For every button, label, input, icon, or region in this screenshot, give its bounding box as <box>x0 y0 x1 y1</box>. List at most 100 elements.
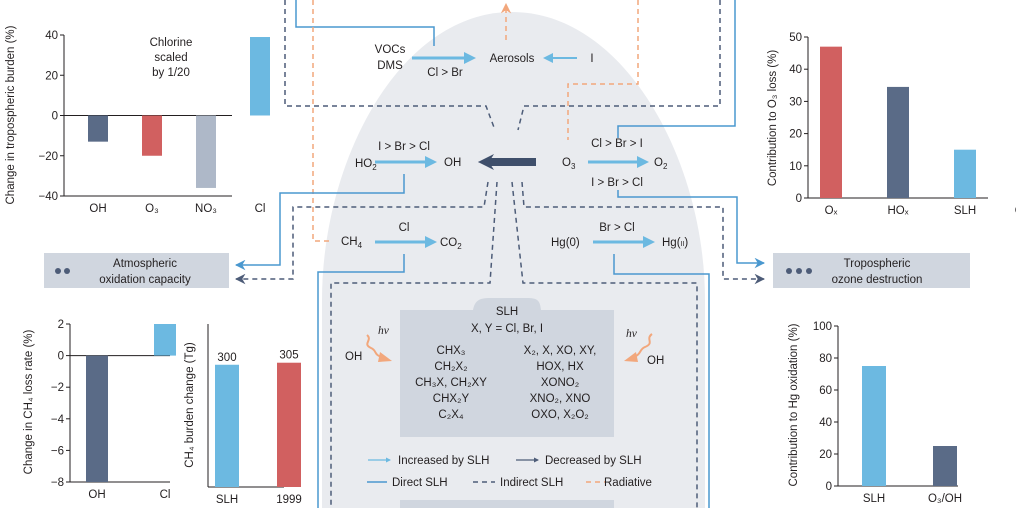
arrowhead-icon <box>464 52 476 64</box>
slh-precursor: CH₂X₂ <box>434 361 467 373</box>
y-axis-label: Change in CH₄ loss rate (%) <box>23 330 35 475</box>
outcome-oxidation-capacity: Atmospheric oxidation capacity <box>44 253 229 288</box>
hv-label: hν <box>378 325 390 337</box>
chart-annotation: scaled <box>154 52 187 64</box>
arrowhead-icon <box>425 156 437 168</box>
bar-Oₓ <box>820 46 842 198</box>
o3-label: O3 <box>562 157 576 171</box>
bar-OH <box>86 355 108 482</box>
y-tick-label: 20 <box>819 449 832 461</box>
y-tick-label: 2 <box>58 319 64 331</box>
indirect-line-right <box>521 181 766 285</box>
y-tick-label: −4 <box>51 414 65 426</box>
slh-product: X₂, X, XO, XY, <box>524 345 597 357</box>
bar-OH <box>88 115 108 142</box>
mercury-condition: Br > Cl <box>599 222 634 234</box>
aerosol-reaction: VOCs DMS Cl > Br Aerosols I <box>375 44 594 79</box>
dot-icon <box>796 268 802 274</box>
photolysis-right: hν OH <box>624 328 664 367</box>
dot-icon <box>786 268 792 274</box>
outcome-left-line1: Atmospheric <box>113 258 177 270</box>
x-tick-label: OH <box>88 489 105 501</box>
radiative-line-left <box>312 0 330 242</box>
direct-line-ch4 <box>317 254 405 508</box>
y-tick-label: −20 <box>38 151 58 163</box>
chart-ch4-burden: SLH 300 1999 305 CH₄ burden change (Tg) <box>184 324 302 506</box>
outcome-left-line2: oxidation capacity <box>99 274 191 286</box>
y-tick-label: 60 <box>819 385 832 397</box>
ozone-condition-top: Cl > Br > I <box>591 138 643 150</box>
arrowhead-icon <box>543 53 553 63</box>
slh-precursor: CHX₃ <box>437 345 466 357</box>
mercury-reaction: Hg(0) Br > Cl Hg(II) <box>551 222 688 249</box>
chart-o3-loss: 50403020100OₓHOₓSLHOthersContribution to… <box>767 32 1016 217</box>
decrease-arrow <box>478 158 536 166</box>
hg0-label: Hg(0) <box>551 237 580 249</box>
x-tick-label: Cl <box>160 489 171 501</box>
y-tick-label: 20 <box>45 70 58 82</box>
indirect-line-left <box>234 181 489 285</box>
y-tick-label: 10 <box>789 161 802 173</box>
y-axis-label: Change in tropospheric burden (%) <box>5 25 17 204</box>
dot-icon <box>64 268 70 274</box>
slh-precursor: C₂X₄ <box>438 409 463 421</box>
dot-icon <box>55 268 61 274</box>
direct-line-o3-top <box>617 0 736 138</box>
data-label: 305 <box>279 350 298 362</box>
connector-lines <box>234 0 766 508</box>
ozone-reaction: O3 Cl > Br > I O2 I > Br > Cl <box>562 138 668 189</box>
arrowhead-icon <box>643 236 655 248</box>
data-label: 300 <box>217 352 236 364</box>
radiative-line-right <box>567 0 639 140</box>
ozone-condition-bottom: I > Br > Cl <box>591 177 643 189</box>
oh-oxidant-label: OH <box>647 355 664 367</box>
y-tick-label: 0 <box>826 481 832 493</box>
photolysis-left: hν OH <box>345 325 392 363</box>
y-tick-label: −40 <box>38 191 58 203</box>
methane-reaction: CH4 Cl CO2 <box>341 222 462 251</box>
voc-label: VOCs <box>375 44 406 56</box>
y-axis-label: Contribution to Hg oxidation (%) <box>788 323 800 486</box>
arrowhead-icon <box>425 236 437 248</box>
y-tick-label: 100 <box>813 321 832 333</box>
indirect-line-center-left <box>330 181 498 508</box>
x-tick-label: 1999 <box>276 494 302 506</box>
bar-SLH <box>954 149 976 198</box>
legend-increased: Increased by SLH <box>398 455 489 467</box>
slh-subtitle: X, Y = Cl, Br, I <box>471 323 543 335</box>
outcome-ozone-destruction: Tropospheric ozone destruction <box>773 253 970 288</box>
y-tick-label: −2 <box>51 382 64 394</box>
bar-Cl <box>250 37 270 116</box>
arrowhead-icon <box>478 154 494 170</box>
wavy-arrow-icon <box>366 334 386 359</box>
arrowhead-icon <box>624 352 638 362</box>
indirect-line-center-right <box>511 181 698 508</box>
direct-line-aerosols <box>295 0 435 46</box>
slh-product: OXO, X₂O₂ <box>531 409 589 421</box>
x-tick-label: O₃ <box>145 203 159 215</box>
x-tick-label: SLH <box>216 494 238 506</box>
co2-label: CO2 <box>440 237 462 251</box>
o2-label: O2 <box>654 157 668 171</box>
slh-product: HOX, HX <box>536 361 584 373</box>
outcome-right-line2: ozone destruction <box>832 274 923 286</box>
slh-product: XONO₂ <box>541 377 579 389</box>
hox-condition: I > Br > Cl <box>378 141 430 153</box>
outcome-right-line1: Tropospheric <box>844 258 911 270</box>
bar-SLH <box>215 364 239 487</box>
y-tick-label: 0 <box>52 111 58 123</box>
aerosol-condition: Cl > Br <box>427 67 463 79</box>
y-tick-label: 0 <box>796 193 802 205</box>
wavy-arrow-icon <box>629 333 653 359</box>
bar-NO₃ <box>196 115 216 188</box>
y-axis-label: CH₄ burden change (Tg) <box>184 342 196 468</box>
slh-title: SLH <box>496 306 518 318</box>
legend: Increased by SLH Decreased by SLH Direct… <box>367 455 652 489</box>
y-tick-label: 40 <box>819 417 832 429</box>
